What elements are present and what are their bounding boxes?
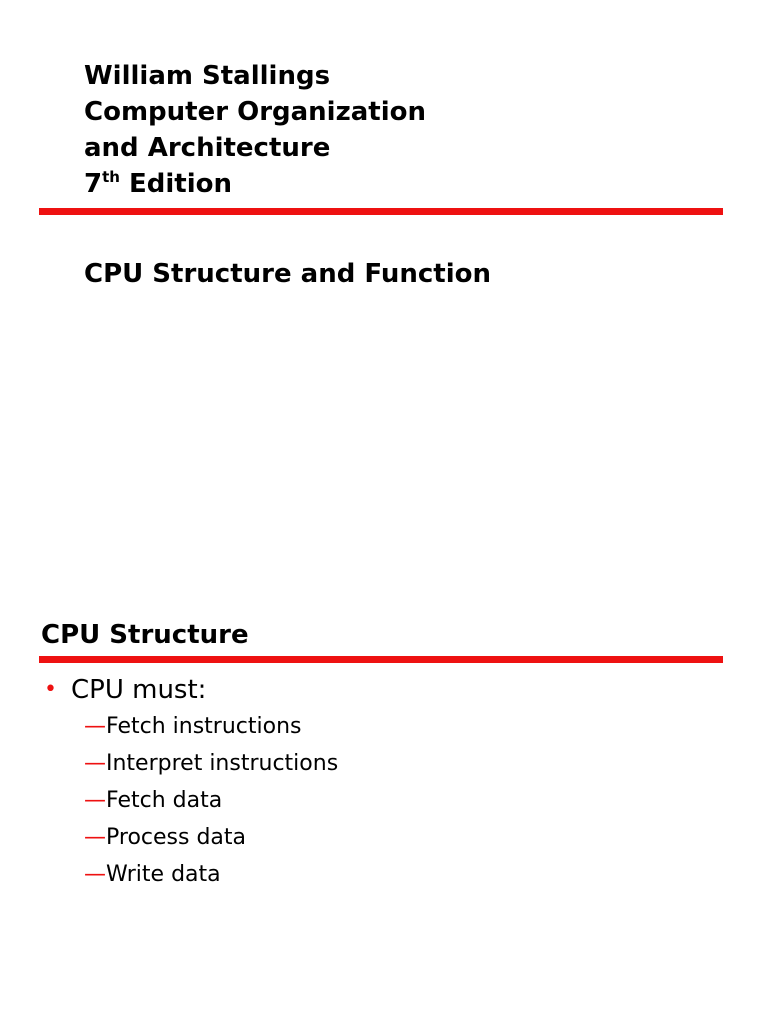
sub-item-process-data: —Process data bbox=[84, 819, 338, 856]
sub-item-text: Fetch data bbox=[106, 788, 223, 813]
heading-divider bbox=[39, 656, 723, 663]
bullet-item: • CPU must: bbox=[44, 672, 206, 708]
sub-item-text: Interpret instructions bbox=[106, 751, 339, 776]
sub-item-marker: — bbox=[84, 714, 106, 739]
edition-number: 7 bbox=[84, 169, 103, 199]
edition-word: Edition bbox=[129, 169, 233, 199]
content-slide: CPU Structure • CPU must: —Fetch instruc… bbox=[0, 600, 768, 1024]
book-title-line-3: and Architecture bbox=[84, 133, 331, 163]
sub-item-interpret-instructions: —Interpret instructions bbox=[84, 745, 338, 782]
slide-heading: CPU Structure bbox=[41, 620, 249, 650]
title-divider bbox=[39, 208, 723, 215]
deck-title: CPU Structure and Function bbox=[84, 259, 491, 289]
sub-list: —Fetch instructions —Interpret instructi… bbox=[84, 708, 338, 893]
bullet-text: CPU must: bbox=[70, 675, 207, 705]
sub-item-text: Fetch instructions bbox=[106, 714, 302, 739]
book-title-edition: 7th Edition bbox=[84, 166, 426, 202]
sub-item-marker: — bbox=[84, 825, 106, 850]
sub-item-write-data: —Write data bbox=[84, 856, 338, 893]
bullet-marker: • bbox=[44, 677, 57, 702]
sub-item-fetch-data: —Fetch data bbox=[84, 782, 338, 819]
sub-item-text: Write data bbox=[106, 862, 221, 887]
sub-item-fetch-instructions: —Fetch instructions bbox=[84, 708, 338, 745]
sub-item-marker: — bbox=[84, 751, 106, 776]
sub-item-text: Process data bbox=[106, 825, 247, 850]
sub-item-marker: — bbox=[84, 862, 106, 887]
edition-suffix: th bbox=[102, 168, 120, 186]
sub-item-marker: — bbox=[84, 788, 106, 813]
book-title-author: William Stallings bbox=[84, 61, 331, 91]
book-title-line-2: Computer Organization bbox=[84, 97, 426, 127]
title-slide: William Stallings Computer Organization … bbox=[39, 58, 723, 289]
book-title: William Stallings Computer Organization … bbox=[84, 58, 426, 202]
